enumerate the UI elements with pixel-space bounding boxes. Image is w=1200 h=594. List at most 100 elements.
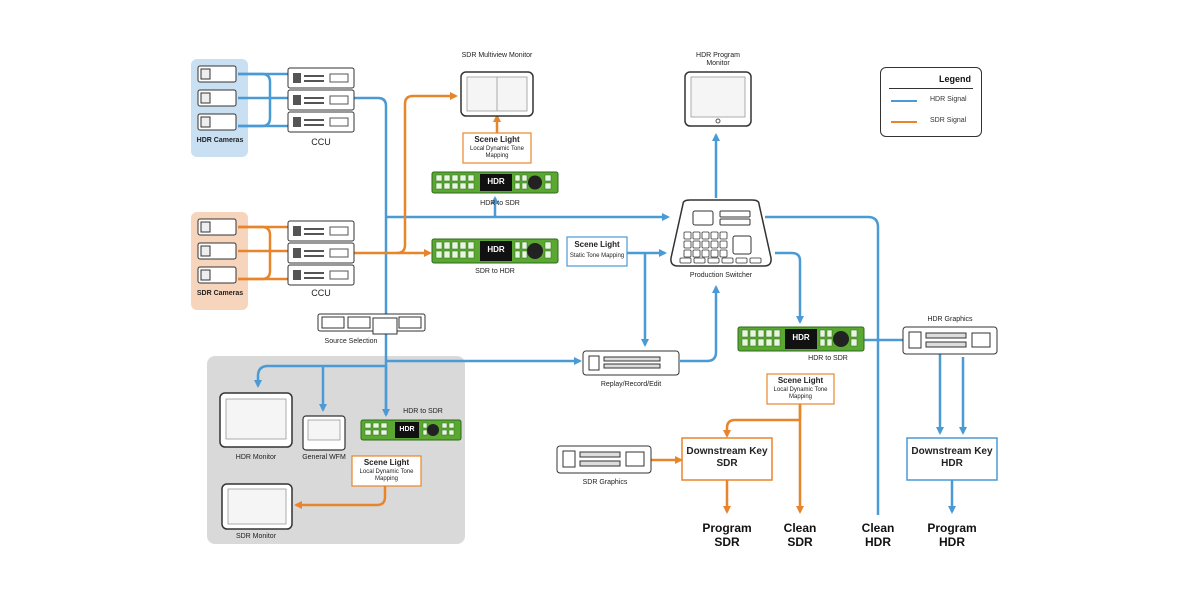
converter-button bbox=[773, 329, 781, 338]
scene-light-title: Scene Light bbox=[363, 458, 410, 467]
converter-button bbox=[441, 422, 448, 429]
converter-button bbox=[443, 250, 451, 259]
sdr-monitor-label: SDR Monitor bbox=[235, 533, 277, 540]
source-selection-panel-icon bbox=[317, 313, 426, 335]
sdr-cameras-panel bbox=[191, 212, 248, 310]
sdr-multiview-label: SDR Multiview Monitor bbox=[461, 52, 533, 59]
converter-button bbox=[435, 250, 443, 259]
converter-button bbox=[741, 329, 749, 338]
converter-button bbox=[380, 429, 388, 436]
converter-button bbox=[451, 182, 459, 190]
hdr-graphics-label: HDR Graphics bbox=[927, 316, 973, 323]
switcher-button bbox=[735, 257, 748, 264]
switcher-button bbox=[701, 231, 710, 240]
scene-light-box bbox=[766, 373, 835, 405]
scene-light-sub: Local Dynamic Tone Mapping bbox=[359, 469, 414, 482]
converter-button bbox=[850, 329, 858, 338]
converter-button bbox=[467, 250, 475, 259]
switcher-button bbox=[719, 240, 728, 249]
switcher-button bbox=[710, 240, 719, 249]
scene-light-sub: Local Dynamic Tone Mapping bbox=[470, 146, 524, 159]
sdr-multiview-monitor-icon bbox=[460, 71, 534, 117]
scene-light-title: Scene Light bbox=[574, 240, 620, 249]
ccu-label: CCU bbox=[311, 288, 331, 298]
switcher-button bbox=[692, 231, 701, 240]
converter-button bbox=[544, 250, 552, 259]
scene-light-sub: Local Dynamic Tone Mapping bbox=[773, 387, 828, 400]
legend-sdr-swatch bbox=[891, 121, 917, 123]
sdr-graphics-label: SDR Graphics bbox=[582, 479, 628, 486]
switcher-button bbox=[707, 257, 720, 264]
general-wfm-icon bbox=[302, 415, 346, 451]
converter-button bbox=[819, 338, 826, 347]
converter-button bbox=[422, 429, 428, 436]
scene-light-sub: Static Tone Mapping bbox=[569, 253, 625, 259]
legend-title: Legend bbox=[938, 74, 971, 84]
converter-button bbox=[826, 338, 833, 347]
converter-button bbox=[749, 338, 757, 347]
switcher-button bbox=[683, 231, 692, 240]
converter-button bbox=[467, 174, 475, 182]
hdr-to-sdr-label: HDR to SDR bbox=[403, 408, 443, 415]
converter-button bbox=[459, 182, 467, 190]
converter-button bbox=[451, 250, 459, 259]
sdr-cameras-label: SDR Cameras bbox=[196, 290, 244, 297]
scene-light-box bbox=[566, 236, 628, 267]
converter-badge: HDR bbox=[487, 245, 505, 254]
hdr-monitor-label: HDR Monitor bbox=[235, 454, 277, 461]
converter-badge: HDR bbox=[792, 333, 810, 342]
switcher-button bbox=[679, 257, 692, 264]
hdr-cameras-label: HDR Cameras bbox=[196, 137, 244, 144]
converter-button bbox=[819, 329, 826, 338]
scene-light-title: Scene Light bbox=[777, 376, 824, 385]
source-selection-label: Source Selection bbox=[324, 338, 378, 345]
converter-button bbox=[514, 182, 521, 190]
converter-button bbox=[451, 174, 459, 182]
switcher-button bbox=[749, 257, 762, 264]
converter-badge: HDR bbox=[399, 426, 415, 433]
converter-button bbox=[364, 422, 372, 429]
converter-button bbox=[459, 250, 467, 259]
downstream-key-sdr-box bbox=[681, 437, 773, 481]
converter-button bbox=[544, 182, 552, 190]
replay-record-edit-icon bbox=[582, 350, 680, 376]
legend-sdr-label: SDR Signal bbox=[930, 117, 967, 124]
ccu-rack-icon bbox=[287, 67, 355, 286]
converter-button bbox=[514, 174, 521, 182]
switcher-button bbox=[710, 249, 719, 258]
legend-hdr-label: HDR Signal bbox=[930, 96, 967, 103]
converter-button bbox=[448, 422, 455, 429]
hdr-monitor-icon bbox=[219, 392, 293, 448]
switcher-button bbox=[701, 249, 710, 258]
replay-label: Replay/Record/Edit bbox=[600, 381, 662, 388]
output-program-hdr: Program HDR bbox=[927, 521, 977, 549]
converter-button bbox=[467, 241, 475, 250]
ccu-label: CCU bbox=[311, 137, 331, 147]
converter-button bbox=[443, 182, 451, 190]
downstream-key-hdr-box bbox=[906, 437, 998, 481]
switcher-button bbox=[683, 240, 692, 249]
switcher-button bbox=[693, 257, 706, 264]
converter-button bbox=[459, 174, 467, 182]
switcher-button bbox=[719, 249, 728, 258]
converter-button bbox=[826, 329, 833, 338]
sdr-camera-icon bbox=[197, 218, 237, 284]
converter-button bbox=[521, 241, 528, 250]
converter-button bbox=[448, 429, 455, 436]
output-clean-sdr: Clean SDR bbox=[783, 521, 817, 549]
hdr-cameras-panel bbox=[191, 59, 248, 157]
converter-button bbox=[372, 429, 380, 436]
converter-button bbox=[749, 329, 757, 338]
converter-button bbox=[422, 422, 428, 429]
output-program-sdr: Program SDR bbox=[702, 521, 752, 549]
converter-button bbox=[451, 241, 459, 250]
sdr-monitor-icon bbox=[221, 483, 293, 530]
switcher-button bbox=[701, 240, 710, 249]
converter-button bbox=[544, 241, 552, 250]
hdr-to-sdr-label: HDR to SDR bbox=[808, 355, 848, 362]
switcher-button bbox=[710, 231, 719, 240]
legend-hdr-swatch bbox=[891, 100, 917, 102]
switcher-button bbox=[721, 257, 734, 264]
hdr-program-monitor-icon bbox=[684, 71, 752, 127]
